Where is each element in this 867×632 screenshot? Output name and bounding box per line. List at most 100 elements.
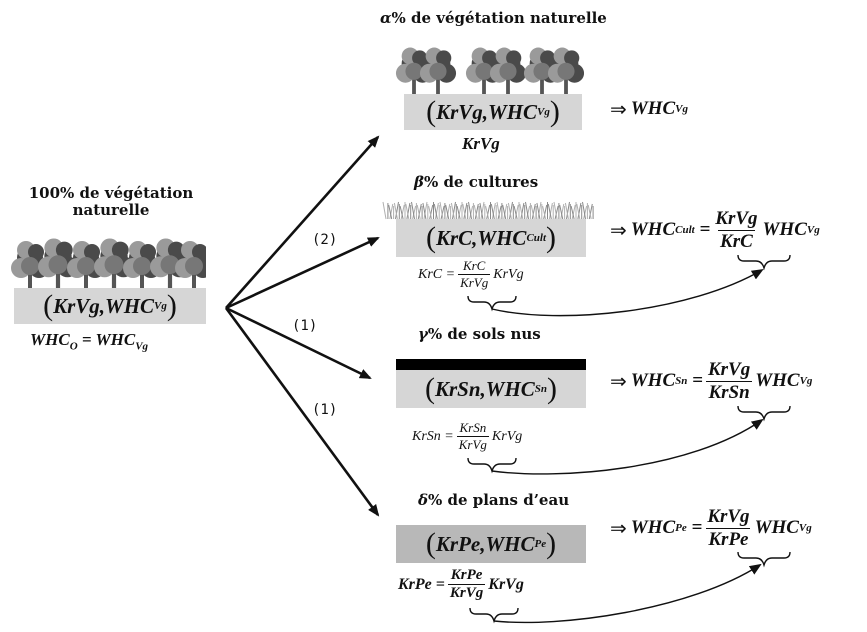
tree-crown <box>104 255 124 275</box>
eq-sign: = <box>445 266 456 282</box>
crop-stalk <box>417 203 422 220</box>
source-title-line1: 100% de végétation <box>28 184 194 202</box>
result-tail: WHC <box>754 517 799 538</box>
result-den: KrSn <box>706 380 752 403</box>
crop-stalk <box>560 203 565 220</box>
crop-stalk <box>513 205 518 220</box>
eq-lhs: WHC <box>30 330 70 349</box>
tree-trunk <box>28 274 32 292</box>
eau-whc-sub: Pe <box>534 538 547 550</box>
crop-stalk <box>389 203 394 220</box>
branch-eau-title: δ% de plans d’eau <box>418 491 569 509</box>
crop-stalk <box>450 202 455 220</box>
tree-crown <box>475 62 493 80</box>
arrow-to-plans-eau <box>224 307 380 517</box>
tree-crown <box>482 50 498 66</box>
source-equation: WHCO = WHCVg <box>30 330 148 352</box>
vegetation-forest-image <box>395 47 584 96</box>
tree-trunk <box>140 274 144 292</box>
arrow-label-sols: (1) <box>292 318 318 334</box>
result-num: KrVg <box>715 207 758 229</box>
paren-close: ) <box>549 95 560 128</box>
eau-kr: KrPe <box>435 531 481 556</box>
crop-stalk <box>559 204 564 220</box>
crop-stalk <box>474 203 479 220</box>
paren-open: ( <box>424 372 435 405</box>
comma: , <box>480 376 486 401</box>
vegetation-below-label: KrVg <box>462 134 500 153</box>
crop-stalk <box>490 203 495 220</box>
crop-stalk <box>405 203 410 220</box>
crop-stalk <box>423 201 428 220</box>
eq-sign: = <box>435 575 445 593</box>
tree-crown <box>111 241 129 259</box>
tree-trunk <box>436 78 440 96</box>
crop-stalk <box>399 205 404 220</box>
tree-crown <box>77 257 95 275</box>
eq-lhs-sub: O <box>69 340 78 353</box>
source-kr: KrVg <box>53 293 100 318</box>
crop-stalk <box>577 202 582 220</box>
crop-stalk <box>566 201 570 220</box>
source-whc-sub: Vg <box>154 300 167 312</box>
brace-sols-left <box>467 457 517 474</box>
crop-stalk <box>388 204 393 220</box>
result-tail-sub: Vg <box>806 224 820 236</box>
tree-trunk <box>564 78 568 96</box>
relation-lhs: KrSn <box>412 428 441 444</box>
eq-sign: = <box>444 428 454 444</box>
tree-crown <box>506 50 522 66</box>
sols-title-text: % de sols nus <box>427 325 541 343</box>
result-whc-sub: Cult <box>675 224 695 236</box>
crop-stalk <box>400 204 405 220</box>
crop-stalk <box>536 202 541 220</box>
brace-cultures-left <box>467 295 517 312</box>
crop-stalk <box>393 202 398 220</box>
crop-stalk <box>571 204 576 220</box>
brace-eau-left <box>469 607 519 624</box>
crop-stalk <box>382 201 387 220</box>
tree-crown <box>557 62 575 80</box>
tree-crown <box>564 50 580 66</box>
result-num: KrVg <box>707 505 750 527</box>
result-tail-sub: Vg <box>798 522 812 534</box>
result-whc: WHC <box>630 219 676 240</box>
source-title: 100% de végétation naturelle <box>16 185 206 219</box>
crop-stalk <box>445 204 450 220</box>
tree-trunk <box>412 78 416 96</box>
result-whc-sub: Sn <box>675 375 688 387</box>
crop-stalk <box>479 202 484 220</box>
arrow-label-cultures: (2) <box>312 232 338 248</box>
tree-trunk <box>506 78 510 96</box>
crop-stalk <box>507 202 512 220</box>
relation-tail: KrVg <box>488 575 524 593</box>
implies-symbol: ⇒ <box>610 370 627 393</box>
crop-stalk <box>570 205 575 220</box>
crop-stalk <box>463 202 468 220</box>
crop-stalk <box>491 202 496 220</box>
cultures-kr: KrC <box>435 225 473 250</box>
crop-stalk <box>576 203 581 220</box>
eq-sign: = <box>81 330 92 349</box>
relation-tail: KrVg <box>491 428 523 444</box>
cultures-whc-sub: Cult <box>526 232 547 244</box>
tree-crown <box>533 62 551 80</box>
relation-num: KrC <box>462 258 486 273</box>
result-den: KrPe <box>706 527 751 550</box>
crop-stalk <box>406 202 411 220</box>
paren-close: ) <box>166 289 177 322</box>
greek-alpha: α <box>380 9 392 27</box>
tree-crown <box>412 50 428 66</box>
crop-stalk <box>428 205 433 220</box>
sols-whc-sub: Sn <box>534 383 548 395</box>
implies-symbol: ⇒ <box>610 98 627 121</box>
